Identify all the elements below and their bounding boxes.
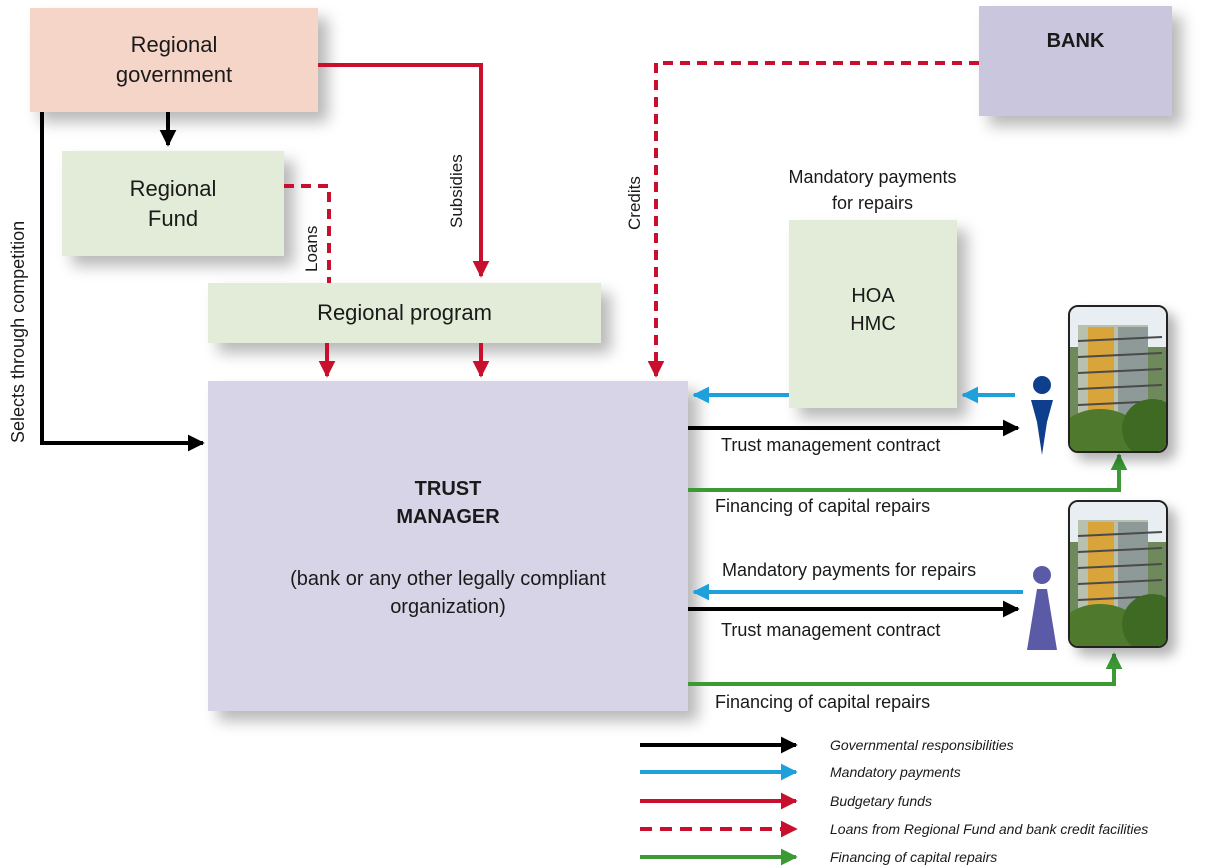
person-icon xyxy=(1031,376,1053,455)
connector-credits xyxy=(647,61,979,378)
label-mandatory-payments-top: Mandatory payments for repairs xyxy=(755,164,990,216)
legend-label-mandatory: Mandatory payments xyxy=(830,764,961,780)
label-financing-2: Financing of capital repairs xyxy=(715,692,931,712)
regional-government-label-line1: Regional xyxy=(130,32,218,57)
regional-government-box: Regional government xyxy=(30,8,318,112)
trust-manager-box: TRUST MANAGER (bank or any other legally… xyxy=(208,381,688,711)
trust-manager-title-line1: TRUST xyxy=(414,478,482,500)
regional-program-label: Regional program xyxy=(317,300,492,325)
label-mandatory-payments-top-line1: Mandatory payments xyxy=(788,167,957,187)
label-trust-contract-2: Trust management contract xyxy=(721,620,941,640)
connector-loans xyxy=(284,184,331,283)
label-credits: Credits xyxy=(625,176,644,230)
label-subsidies: Subsidies xyxy=(447,154,466,228)
label-loans: Loans xyxy=(302,225,321,272)
regional-fund-label-line2: Fund xyxy=(147,205,199,231)
trust-manager-title-line2: MANAGER xyxy=(396,506,500,528)
label-selects-through-competition: Selects through competition xyxy=(8,220,28,443)
label-mandatory-payments-top-line2: for repairs xyxy=(831,193,914,213)
connector-subsidies xyxy=(318,63,490,278)
hoa-hmc-box: HOA HMC xyxy=(789,220,957,408)
legend-label-financing: Financing of capital repairs xyxy=(830,849,998,865)
legend-label-budgetary: Budgetary funds xyxy=(830,793,932,809)
label-mandatory-payments-2: Mandatory payments for repairs xyxy=(722,560,977,580)
hoa-label: HOA xyxy=(851,285,895,307)
person-icon xyxy=(1027,566,1057,650)
trust-manager-subtitle-line1: (bank or any other legally compliant xyxy=(290,568,606,590)
regional-fund-label-line1: Regional xyxy=(129,175,217,201)
label-financing-1: Financing of capital repairs xyxy=(715,496,931,516)
trust-manager-subtitle-line2: organization) xyxy=(390,596,506,618)
hmc-label: HMC xyxy=(850,313,896,335)
apartment-building-icon xyxy=(1068,305,1168,453)
label-trust-contract-1: Trust management contract xyxy=(721,435,941,455)
connector-select xyxy=(40,112,205,452)
regional-government-label-line2: government xyxy=(115,62,233,87)
apartment-building-icon xyxy=(1068,500,1168,648)
connector-financing-2 xyxy=(688,652,1123,686)
legend-label-governmental: Governmental responsibilities xyxy=(830,737,1014,753)
connector-financing-1 xyxy=(688,453,1128,492)
regional-program-box: Regional program xyxy=(208,283,601,343)
bank-label: BANK xyxy=(1046,30,1105,52)
regional-fund-box: Regional Fund xyxy=(62,151,284,256)
legend-label-loans: Loans from Regional Fund and bank credit… xyxy=(830,821,1149,837)
bank-box: BANK xyxy=(979,6,1172,116)
